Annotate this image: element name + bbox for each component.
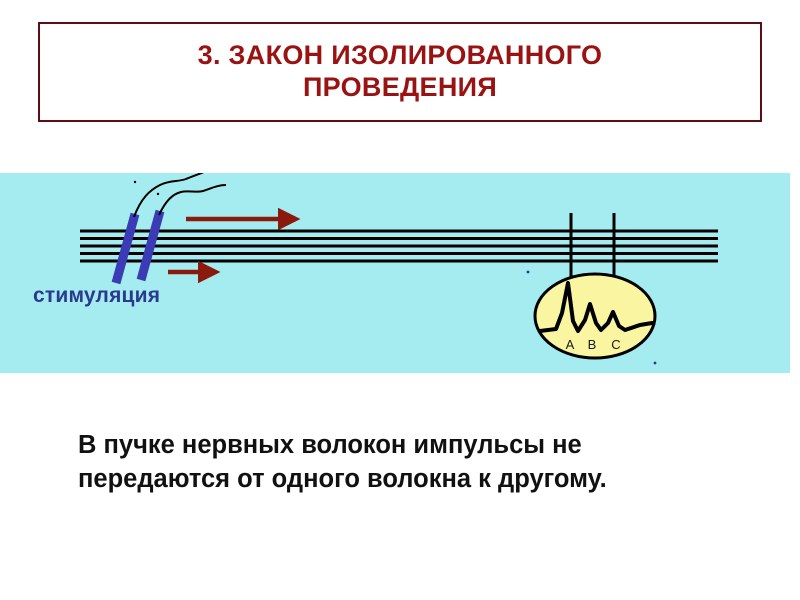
- electrode-lead-wires: [133, 173, 227, 218]
- page-title: 3. ЗАКОН ИЗОЛИРОВАННОГО ПРОВЕДЕНИЯ: [197, 40, 603, 102]
- nerve-fiber-bundle: [80, 229, 718, 263]
- nerve-conduction-diagram: A B C: [80, 173, 718, 365]
- peak-label-a: A: [566, 337, 575, 352]
- oscilloscope: A B C: [533, 272, 657, 360]
- body-paragraph: В пучке нервных волокон импульсы не пере…: [78, 431, 607, 494]
- diagram-panel: A B C: [0, 173, 790, 373]
- peak-label-b: B: [588, 337, 597, 352]
- stimulating-electrodes: [111, 209, 165, 285]
- action-potential-trace: [538, 281, 654, 333]
- title-box: 3. ЗАКОН ИЗОЛИРОВАННОГО ПРОВЕДЕНИЯ: [38, 22, 762, 122]
- conduction-arrows: [168, 207, 301, 284]
- recording-electrode-leads: [569, 213, 616, 277]
- peak-label-c: C: [611, 337, 620, 352]
- stimulation-label: стимуляция: [33, 284, 161, 307]
- scan-artifact-dots: [526, 270, 657, 365]
